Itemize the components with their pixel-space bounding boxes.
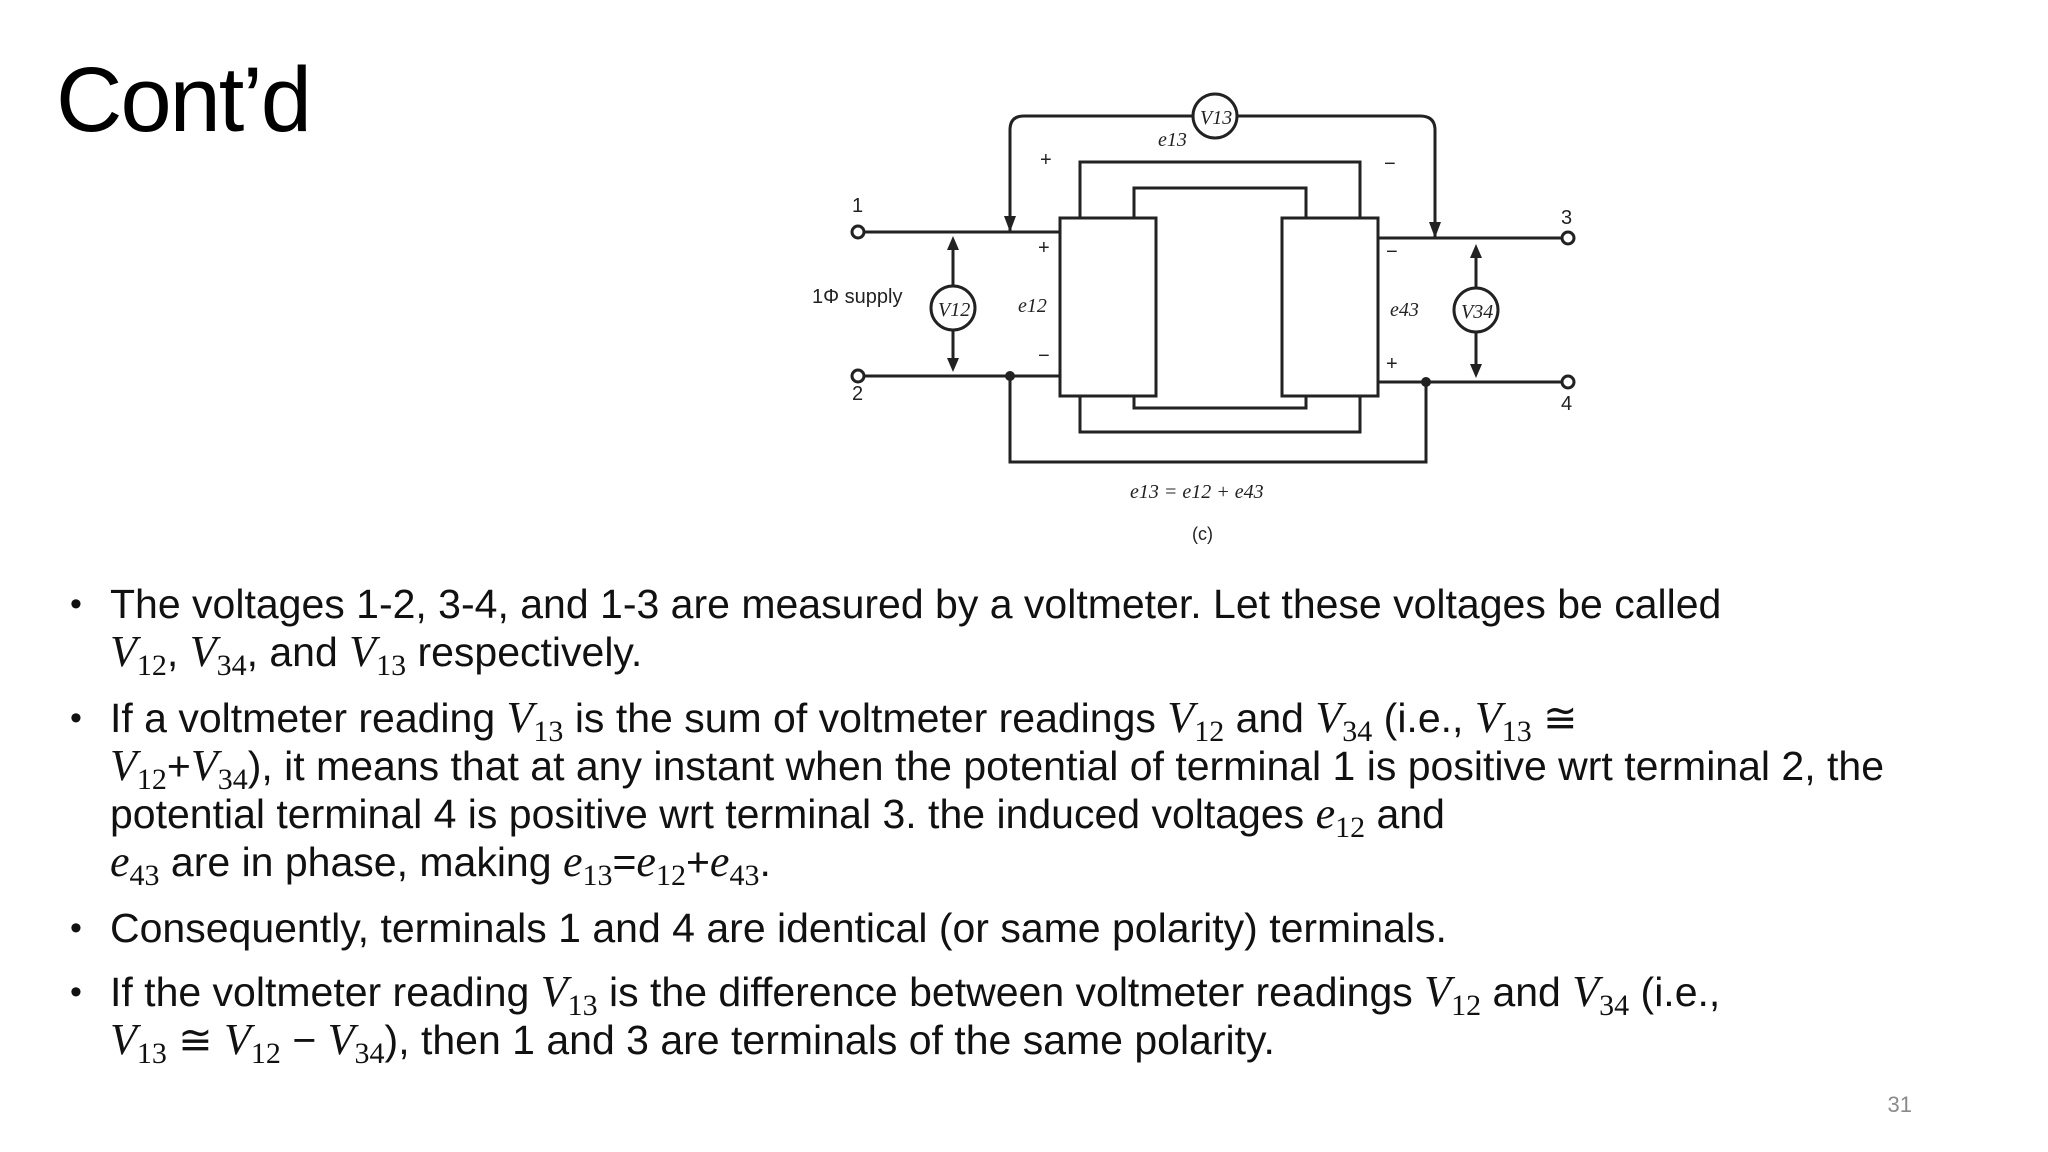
primary-winding xyxy=(1058,216,1158,398)
diagram-caption: (c) xyxy=(1192,524,1213,544)
v34-label: V34 xyxy=(1461,301,1493,323)
terminal-1-dot xyxy=(850,224,866,240)
terminal-2-label: 2 xyxy=(852,383,863,405)
bullet-item-2: • If a voltmeter reading V13 is the sum … xyxy=(70,693,1884,892)
terminal-3-dot xyxy=(1560,230,1576,246)
minus-secondary: − xyxy=(1386,241,1398,263)
terminal-4-dot xyxy=(1560,374,1576,390)
terminal-3-label: 3 xyxy=(1561,207,1572,229)
bullet-item-4: • If the voltmeter reading V13 is the di… xyxy=(70,967,1721,1070)
transformer-polarity-diagram: V13 V12 V34 1 2 3 4 1Φ supply e12 e43 e1… xyxy=(812,92,1576,544)
bullet-dot: • xyxy=(70,585,82,623)
bullet-dot: • xyxy=(70,973,82,1011)
voltmeter-v12 xyxy=(929,284,977,332)
plus-top-left: + xyxy=(1040,149,1052,171)
plus-primary: + xyxy=(1038,237,1050,259)
minus-top-right: − xyxy=(1384,153,1396,175)
minus-primary: − xyxy=(1038,345,1050,367)
e13-label: e13 xyxy=(1158,129,1187,151)
bullet-item-1: • The voltages 1-2, 3-4, and 1-3 are mea… xyxy=(70,581,1722,682)
voltmeter-v13 xyxy=(1191,92,1239,140)
terminal-1-label: 1 xyxy=(852,195,863,217)
e12-label: e12 xyxy=(1018,295,1047,317)
bullet-dot: • xyxy=(70,699,82,737)
terminal-4-label: 4 xyxy=(1561,393,1572,415)
v12-label: V12 xyxy=(938,299,970,321)
e43-label: e43 xyxy=(1390,299,1419,321)
bullet-list: • The voltages 1-2, 3-4, and 1-3 are mea… xyxy=(68,580,2008,1082)
supply-label: 1Φ supply xyxy=(812,286,902,308)
bullet-dot: • xyxy=(70,909,82,947)
v13-label: V13 xyxy=(1200,107,1232,129)
bullet-item-3: • Consequently, terminals 1 and 4 are id… xyxy=(70,905,1447,951)
terminal-2-dot xyxy=(850,368,866,384)
voltmeter-v34 xyxy=(1452,286,1500,334)
core-inner xyxy=(1132,186,1308,410)
plus-secondary: + xyxy=(1386,353,1398,375)
e13-equation: e13 = e12 + e43 xyxy=(1130,481,1264,503)
secondary-winding xyxy=(1280,216,1380,398)
page-number: 31 xyxy=(1887,1092,1912,1117)
slide-title: Cont’d xyxy=(56,49,312,151)
